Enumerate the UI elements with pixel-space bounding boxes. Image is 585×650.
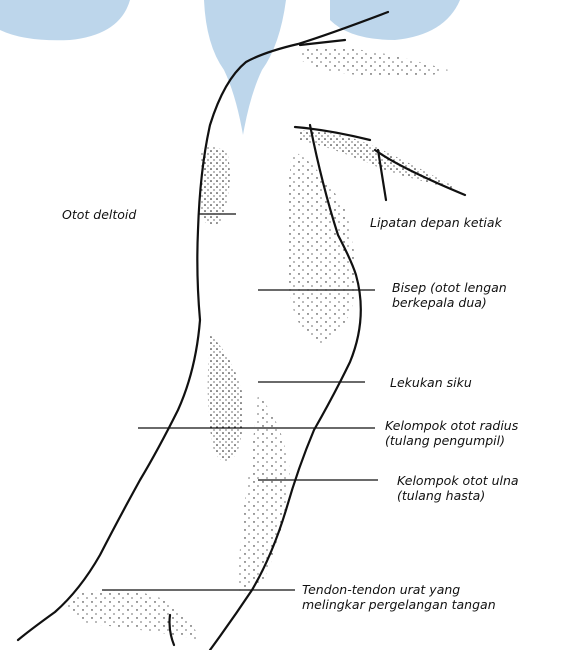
label-lekukan-siku: Lekukan siku <box>390 375 472 390</box>
label-otot-deltoid: Otot deltoid <box>62 207 136 222</box>
label-kelompok-otot-ulna: Kelompok otot ulna (tulang hasta) <box>397 473 519 503</box>
label-lipatan-depan-ketiak: Lipatan depan ketiak <box>370 215 502 230</box>
label-tendon-urat: Tendon-tendon urat yang melingkar pergel… <box>302 582 496 612</box>
label-bisep: Bisep (otot lengan berkepala dua) <box>392 280 507 310</box>
muscle-shading <box>60 48 460 641</box>
label-kelompok-otot-radius: Kelompok otot radius (tulang pengumpil) <box>385 418 518 448</box>
